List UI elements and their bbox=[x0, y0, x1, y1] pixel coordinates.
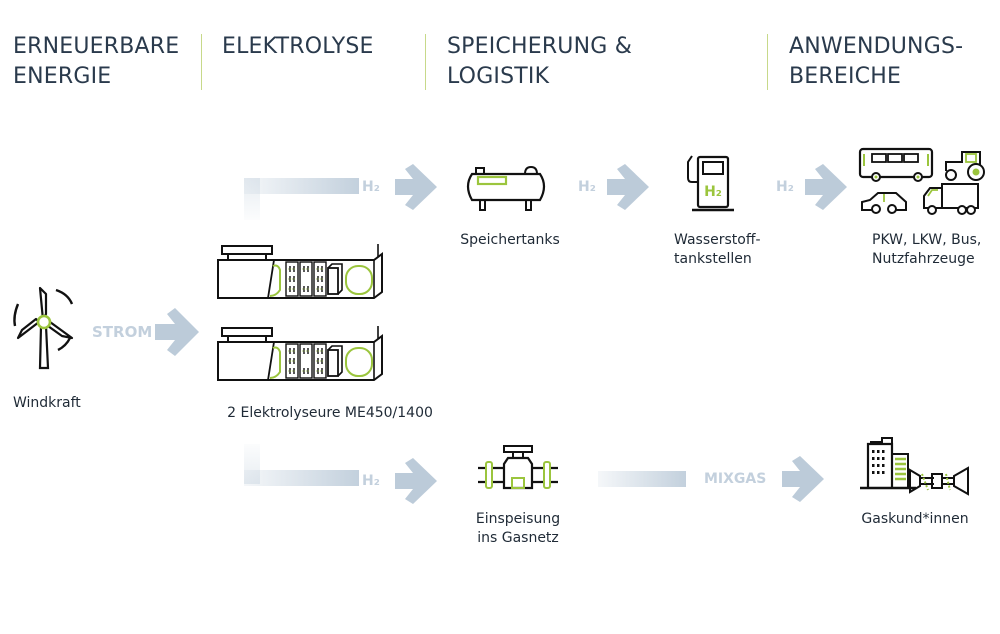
storage-tank-icon bbox=[466, 165, 546, 211]
flow-label-strom: STROM bbox=[92, 323, 153, 341]
node-label-windkraft: Windkraft bbox=[13, 395, 81, 411]
node-label-tankstellen: Wasserstoff- tankstellen bbox=[674, 232, 761, 267]
electrolyser-icon bbox=[217, 244, 383, 381]
header-erneuerbare-energie: ERNEUERBARE ENERGIE bbox=[13, 34, 180, 89]
flow-connector-bottom bbox=[244, 444, 359, 486]
flow-connector-top bbox=[244, 178, 359, 220]
header-speicherung-logistik: SPEICHERUNG & LOGISTIK bbox=[447, 34, 633, 89]
flow-label-h2: H₂ bbox=[362, 473, 380, 489]
arrow-right-icon bbox=[395, 458, 437, 504]
node-label-fahrzeuge: PKW, LKW, Bus, Nutzfahrzeuge bbox=[872, 232, 982, 267]
arrow-right-icon bbox=[782, 456, 824, 502]
flow-label-mixgas: MIXGAS bbox=[704, 471, 767, 487]
gas-customers-icon bbox=[860, 437, 969, 496]
header-divider bbox=[201, 34, 202, 90]
arrow-right-icon bbox=[155, 308, 199, 356]
node-label-gaskunden: Gaskund*innen bbox=[861, 511, 969, 527]
node-label-elektrolyseure: 2 Elektrolyseure ME450/1400 bbox=[227, 405, 433, 421]
node-label-gasnetz: Einspeisung ins Gasnetz bbox=[475, 511, 561, 546]
flow-label-h2: H₂ bbox=[578, 179, 596, 195]
header-elektrolyse: ELEKTROLYSE bbox=[222, 34, 374, 59]
flow-label-h2: H₂ bbox=[362, 179, 380, 195]
header-anwendungsbereiche: ANWENDUNGS- BEREICHE bbox=[789, 34, 964, 89]
flow-connector-mixgas bbox=[598, 471, 686, 487]
header-divider bbox=[767, 34, 768, 90]
arrow-right-icon bbox=[395, 164, 437, 210]
flow-label-h2: H₂ bbox=[776, 179, 794, 195]
wind-turbine-icon bbox=[13, 286, 74, 370]
arrow-right-icon bbox=[805, 164, 847, 210]
h2-station-text: H₂ bbox=[704, 184, 722, 200]
node-label-speichertanks: Speichertanks bbox=[460, 232, 560, 248]
arrow-right-icon bbox=[607, 164, 649, 210]
vehicles-icon bbox=[858, 147, 985, 215]
header-divider bbox=[425, 34, 426, 90]
h2-fuel-station-icon: H₂ bbox=[687, 155, 734, 212]
pipeline-valve-icon bbox=[478, 445, 558, 490]
